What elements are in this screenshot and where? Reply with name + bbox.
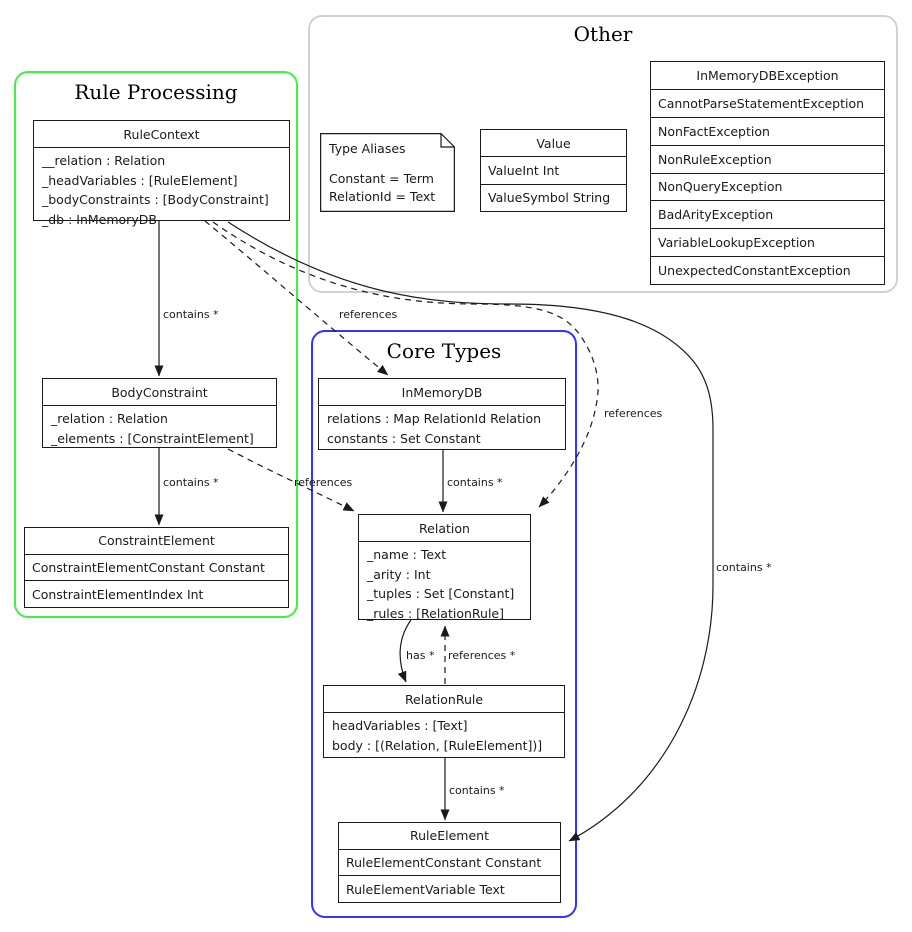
note-line: Constant = Term (329, 171, 434, 186)
class-ruleelement-title: RuleElement (410, 828, 489, 844)
field: headVariables : [Text] (332, 718, 468, 733)
constructor-row: UnexpectedConstantException (651, 256, 884, 284)
class-relation-title: Relation (359, 515, 530, 542)
class-constraintelement-title: ConstraintElement (98, 533, 215, 549)
field: _bodyConstraints : [BodyConstraint] (42, 192, 269, 207)
constructor-row: VariableLookupException (651, 228, 884, 256)
note-text: Type Aliases Constant = Term RelationId … (329, 140, 435, 206)
note-line: RelationId = Text (329, 189, 436, 204)
constructor-row: ValueSymbol String (481, 183, 626, 211)
field: _tuples : Set [Constant] (367, 586, 515, 601)
constructor-row: NonRuleException (651, 144, 884, 173)
class-inmemorydb: InMemoryDB relations : Map RelationId Re… (318, 378, 566, 450)
class-bodyconstraint-title: BodyConstraint (43, 379, 276, 406)
constructor-row: CannotParseStatementException (651, 88, 884, 117)
edge-label-rulecontext-inmemorydb: references (339, 308, 398, 321)
class-inmemorydbexception: InMemoryDBException CannotParseStatement… (650, 61, 885, 285)
class-rulecontext-fields: __relation : Relation _headVariables : [… (34, 148, 289, 232)
field: _db : InMemoryDB (42, 211, 157, 227)
constructor-row: ConstraintElementIndex Int (25, 580, 288, 607)
field: _rules : [RelationRule] (367, 605, 504, 621)
constructor-row: ConstraintElementConstant Constant (25, 553, 288, 581)
edge-label-rulecontext-ruleelement: contains * (716, 561, 772, 574)
note-shape-icon (320, 133, 455, 212)
class-relationrule-fields: headVariables : [Text] body : [(Relation… (324, 713, 564, 758)
class-bodyconstraint: BodyConstraint _relation : Relation _ele… (42, 378, 277, 448)
field: body : [(Relation, [RuleElement])] (332, 737, 543, 753)
constructor-row: BadArityException (651, 200, 884, 228)
class-relation-fields: _name : Text _arity : Int _tuples : Set … (359, 542, 530, 626)
class-rulecontext: RuleContext __relation : Relation _headV… (33, 120, 290, 227)
field: _headVariables : [RuleElement] (42, 172, 238, 188)
field: _name : Text (367, 547, 447, 562)
class-rulecontext-title: RuleContext (34, 121, 289, 148)
type-aliases-note: Type Aliases Constant = Term RelationId … (320, 133, 455, 212)
constructor-row: RuleElementConstant Constant (339, 848, 560, 876)
class-inmemorydbexception-title: InMemoryDBException (696, 67, 839, 83)
class-relationrule-title: RelationRule (324, 686, 564, 713)
class-relationrule: RelationRule headVariables : [Text] body… (323, 685, 565, 758)
group-title-core-types: Core Types (386, 339, 502, 363)
class-constraintelement: ConstraintElement ConstraintElementConst… (24, 527, 289, 608)
class-bodyconstraint-fields: _relation : Relation _elements : [Constr… (43, 406, 276, 451)
constructor-row: ValueInt Int (481, 156, 626, 183)
class-value: Value ValueInt Int ValueSymbol String (480, 129, 627, 212)
constructor-row: NonQueryException (651, 172, 884, 201)
group-title-rule-processing: Rule Processing (74, 80, 238, 104)
edge-label-rulecontext-relation: references (604, 407, 663, 420)
field: constants : Set Constant (327, 430, 481, 446)
field: _relation : Relation (51, 411, 168, 426)
class-inmemorydb-title: InMemoryDB (319, 379, 565, 406)
constructor-row: NonFactException (651, 116, 884, 145)
class-value-title: Value (536, 135, 571, 151)
class-ruleelement: RuleElement RuleElementConstant Constant… (338, 822, 561, 903)
field: _arity : Int (367, 566, 431, 582)
class-relation: Relation _name : Text _arity : Int _tupl… (358, 514, 531, 621)
class-inmemorydb-fields: relations : Map RelationId Relation cons… (319, 406, 565, 451)
note-title: Type Aliases (329, 141, 406, 156)
field: __relation : Relation (42, 153, 166, 168)
constructor-row: RuleElementVariable Text (339, 875, 560, 902)
field: _elements : [ConstraintElement] (51, 430, 254, 446)
field: relations : Map RelationId Relation (327, 411, 542, 426)
group-title-other: Other (573, 22, 633, 46)
